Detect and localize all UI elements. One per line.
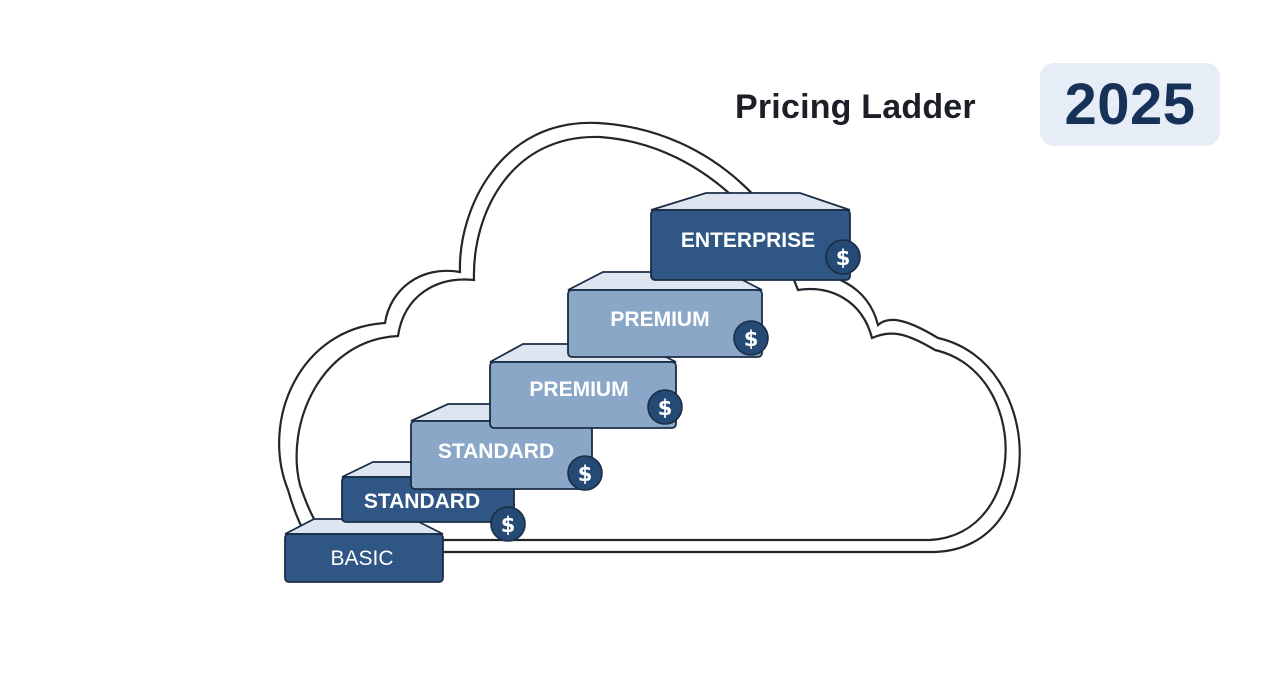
step-label: ENTERPRISE	[681, 229, 815, 252]
step-premium-2: PREMIUM $	[567, 271, 769, 358]
dollar-coin-icon: $	[825, 239, 861, 275]
svg-text:$: $	[578, 462, 593, 486]
step-label: BASIC	[330, 547, 393, 570]
svg-text:$: $	[658, 396, 673, 420]
step-block	[284, 533, 444, 583]
step-label: PREMIUM	[610, 308, 709, 331]
year-badge: 2025	[1040, 63, 1220, 146]
step-label: PREMIUM	[529, 378, 628, 401]
step-basic: BASIC	[284, 518, 444, 583]
svg-text:$: $	[744, 327, 759, 351]
step-label: STANDARD	[364, 490, 480, 513]
dollar-coin-icon: $	[733, 320, 769, 356]
cloud-icon	[278, 121, 1021, 554]
step-block	[567, 289, 763, 358]
step-top	[650, 192, 851, 211]
diagram-title: Pricing Ladder	[735, 88, 976, 126]
cloud-outline-outer	[278, 121, 1021, 554]
dollar-coin-icon: $	[490, 506, 526, 542]
step-enterprise: ENTERPRISE $	[650, 192, 861, 281]
cloud-outline-inner	[295, 135, 1007, 542]
step-label: STANDARD	[438, 440, 554, 463]
dollar-coin-icon: $	[567, 455, 603, 491]
dollar-coin-icon: $	[647, 389, 683, 425]
year-text: 2025	[1064, 72, 1196, 137]
svg-text:$: $	[836, 246, 851, 270]
svg-text:$: $	[501, 513, 516, 537]
